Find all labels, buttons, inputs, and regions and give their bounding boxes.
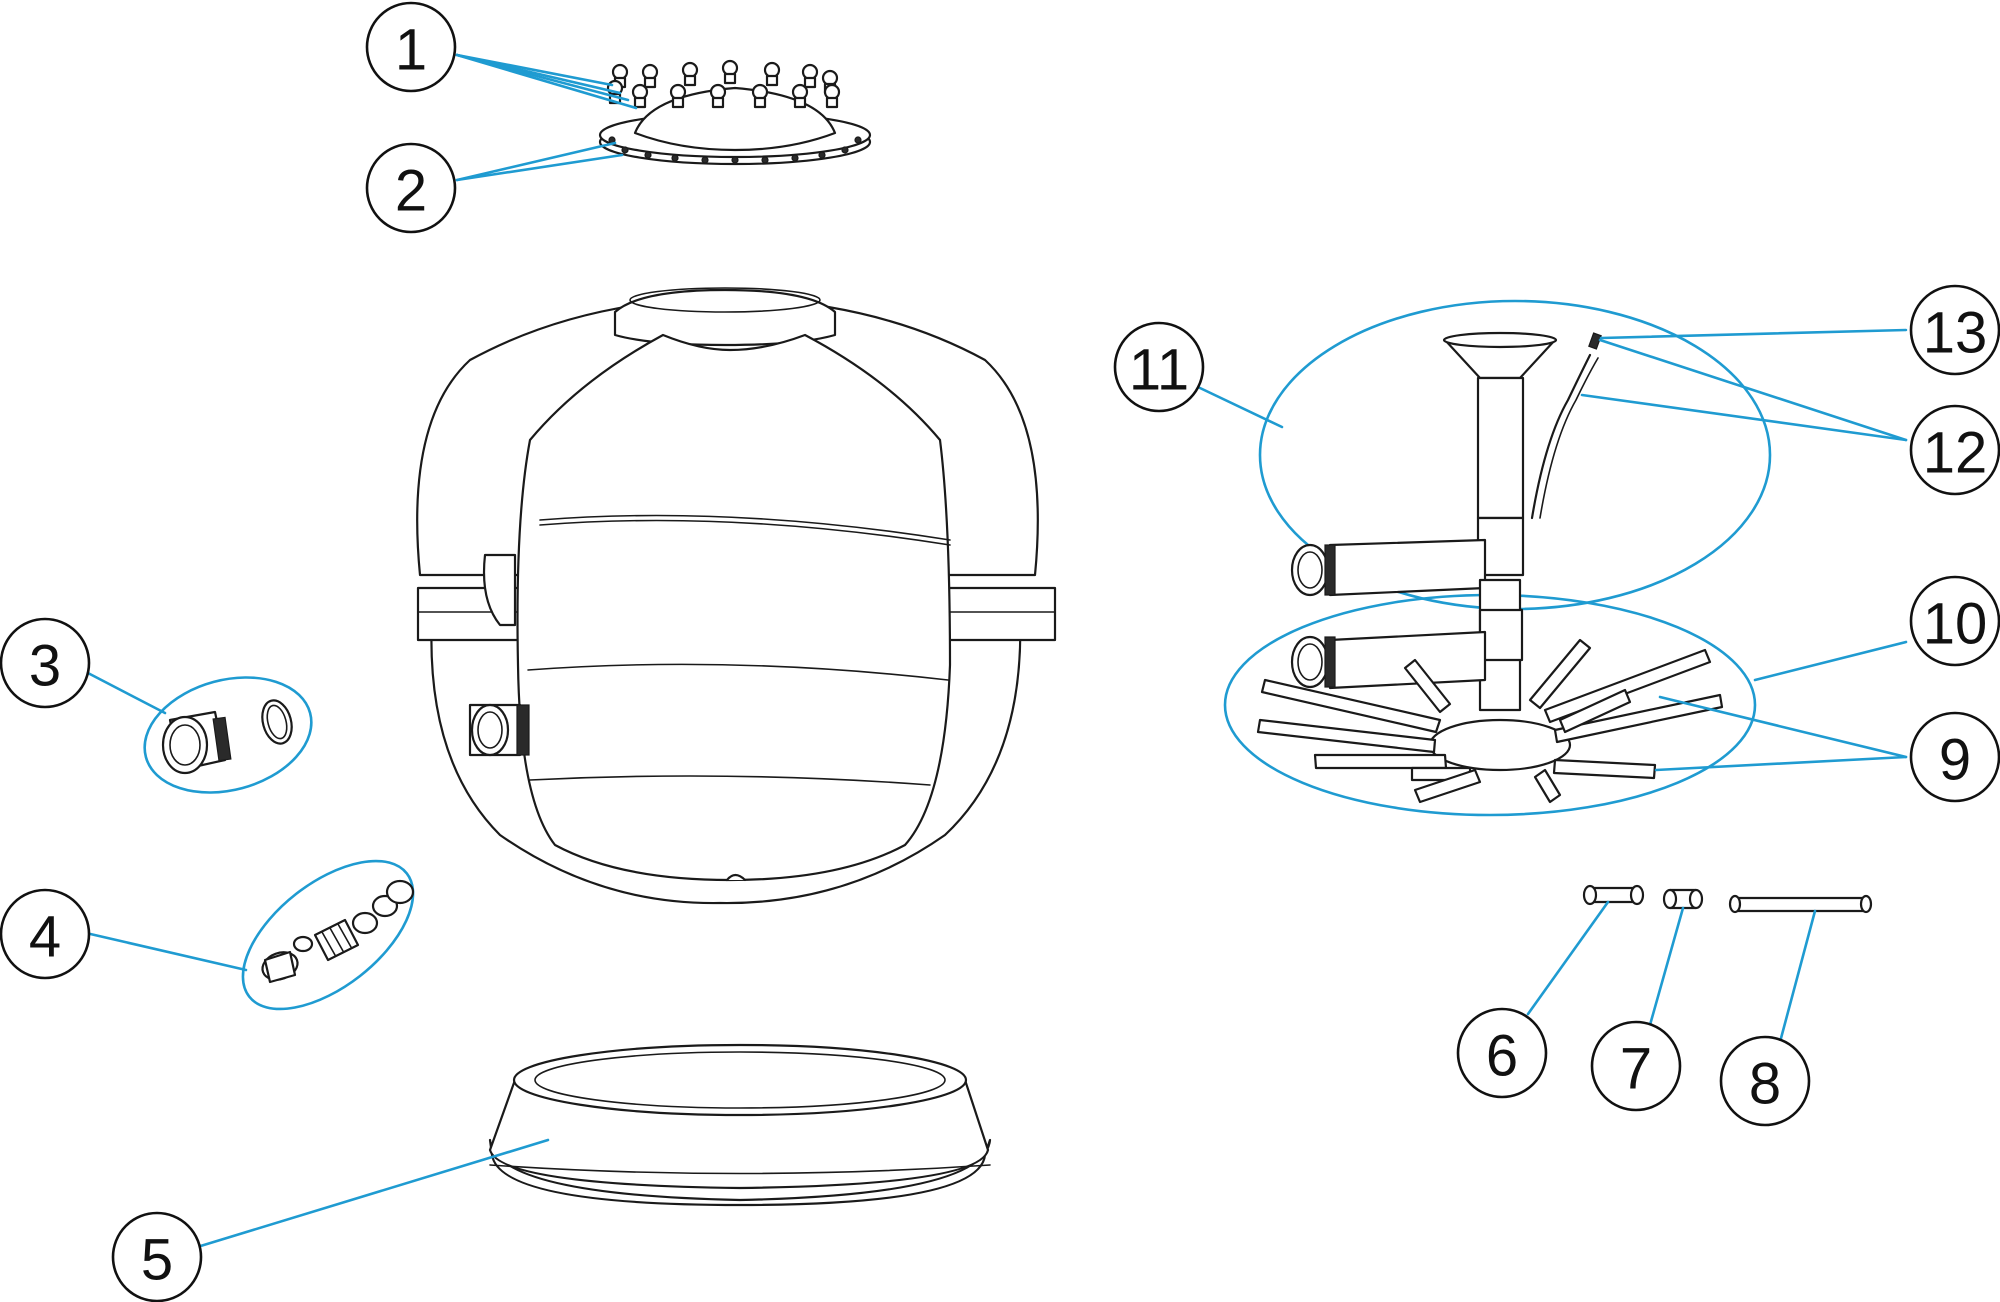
- callout-12: 12: [1909, 404, 2000, 496]
- drain-plug: [313, 918, 360, 962]
- callout-3: 3: [0, 617, 91, 709]
- callout-2: 2: [365, 142, 457, 234]
- callout-6: 6: [1456, 1007, 1548, 1099]
- callout-11: 11: [1113, 321, 1205, 413]
- drain-fitting-group: [241, 859, 415, 1011]
- callout-3-label: 3: [29, 634, 61, 699]
- callout-10-label: 10: [1923, 592, 1988, 657]
- pipe-lateral-8: [1728, 894, 1873, 914]
- tank-port: [468, 703, 530, 757]
- filter-tank: [416, 287, 1057, 905]
- callout-7-label: 7: [1620, 1037, 1652, 1102]
- lateral-assembly: [1223, 578, 1757, 817]
- laterals: [1256, 638, 1724, 804]
- callout-5-label: 5: [141, 1228, 173, 1293]
- callout-10: 10: [1909, 575, 2000, 667]
- callout-13: 13: [1909, 284, 2000, 376]
- callout-9-label: 9: [1939, 728, 1971, 793]
- central-pipe-assembly: [1258, 299, 1772, 611]
- port-fitting-group: [143, 676, 313, 794]
- callout-1: 1: [365, 1, 457, 93]
- flange-holes: [608, 136, 862, 164]
- callout-4: 4: [0, 888, 91, 980]
- callout-5: 5: [111, 1211, 203, 1302]
- callout-8: 8: [1719, 1035, 1811, 1127]
- leader-lines: [84, 53, 1908, 1250]
- callout-13-label: 13: [1923, 301, 1988, 366]
- callout-6-label: 6: [1486, 1024, 1518, 1089]
- o-ring: [261, 699, 293, 745]
- callout-1-label: 1: [395, 18, 427, 83]
- lid-flange-assembly: [598, 59, 872, 166]
- port-fitting: [161, 710, 232, 775]
- callout-11-label: 11: [1129, 338, 1189, 403]
- pipe-sleeve-7: [1662, 888, 1704, 910]
- pipe-piece-6: [1582, 884, 1645, 906]
- tank-base: [488, 1043, 992, 1207]
- callout-7: 7: [1590, 1020, 1682, 1112]
- callout-8-label: 8: [1749, 1052, 1781, 1117]
- bolt-set: [606, 59, 841, 109]
- callout-2-label: 2: [395, 159, 427, 224]
- callout-12-label: 12: [1923, 421, 1988, 486]
- callout-9: 9: [1909, 711, 2000, 803]
- callout-4-label: 4: [29, 905, 61, 970]
